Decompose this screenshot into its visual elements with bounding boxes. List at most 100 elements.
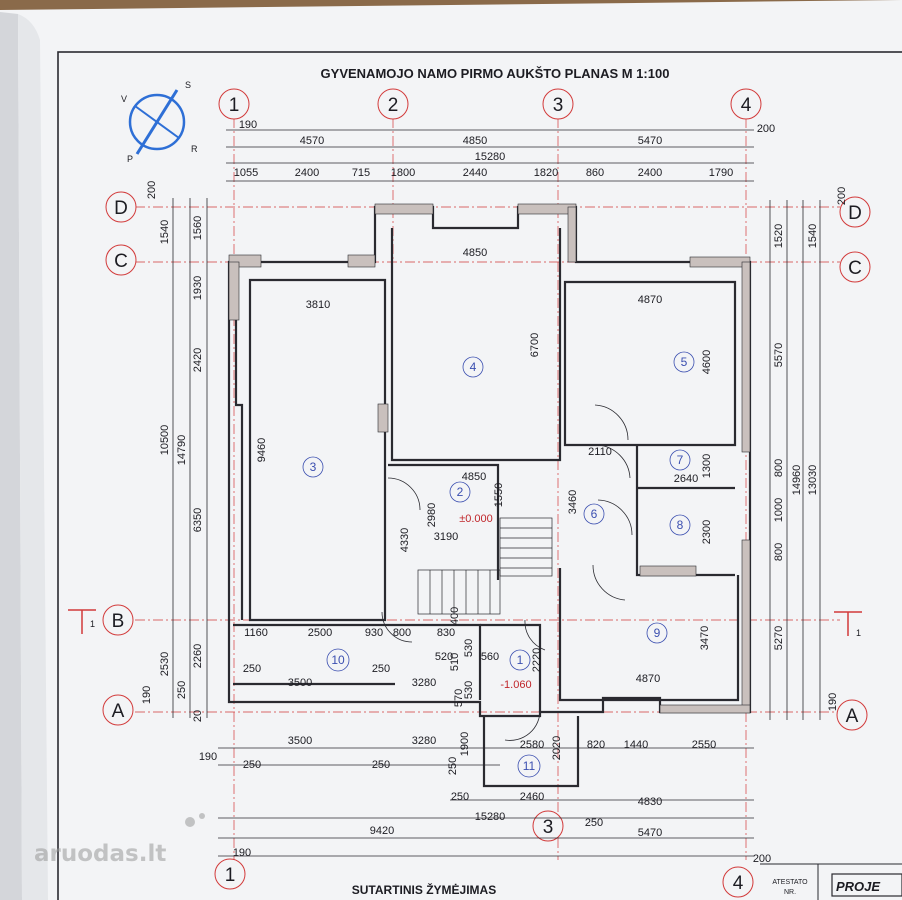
dim-bottom-total: 15280 [475,811,506,823]
dim-low3-4830: 4830 [638,796,662,808]
dim-r10-930: 930 [365,627,383,639]
dim-room1-560: 560 [481,651,499,663]
dim-low1-4: 1440 [624,739,648,751]
dim-top3-8: 1790 [709,167,733,179]
door-swing [594,404,629,441]
axis-bubble [377,88,409,120]
dim-room1-530b: 530 [463,681,475,699]
axis-bubble [214,858,246,890]
room-number-circle [646,622,668,644]
dim-top-4570: 4570 [300,135,324,147]
dim-right-b0: 1540 [807,224,819,248]
dim-left-a4: 2530 [159,652,171,676]
plan-title: GYVENAMOJO NAMO PIRMO AUKŠTO PLANAS M 1:… [321,66,670,81]
axis-bubble [722,866,754,898]
door-swing [524,619,546,651]
dim-top-190: 190 [239,119,257,131]
dim-bottom-190: 190 [233,847,251,859]
room-number-circle [669,514,691,536]
dim-r10-1160: 1160 [244,627,268,639]
hatch-block [517,203,577,215]
dim-right-a0: 1520 [773,224,785,248]
dim-right-b3: 190 [827,693,839,711]
dim-low1-1: 3280 [412,735,436,747]
axis-label-2: 2 [388,95,399,116]
axis-bubbles-right: D C A [836,196,871,731]
dim-left-a3: 6350 [192,508,204,532]
dim-room3-height: 9460 [256,438,268,462]
dim-top-4850: 4850 [463,135,487,147]
door-swing [504,709,541,741]
axis-bubbles-bottom: 1 3 4 [214,810,754,898]
stair-flight-upper [499,517,553,577]
dim-room2-1550: 1550 [493,483,505,507]
dim-left-b1: 14790 [176,435,188,466]
dim-room1-400: 400 [449,607,461,625]
dim-room1-530a: 530 [463,639,475,657]
dim-room9-width: 4870 [636,673,660,685]
room-number-circle [449,481,471,503]
room-4-outline [390,228,562,462]
door-swing [592,564,626,601]
axis-bubble [532,810,564,842]
dim-r10-250b: 250 [372,663,390,675]
dim-low3-2460: 2460 [520,791,544,803]
dim-r10-830: 830 [437,627,455,639]
dim-low1-3: 820 [587,739,605,751]
dim-room2-width: 4850 [462,471,486,483]
dim-bottom-200: 200 [753,853,771,865]
watermark-dot-icon [199,813,205,819]
north-compass: V S R P [121,80,198,164]
dim-low2-190: 190 [199,751,217,763]
axis-bubble [542,88,574,120]
dim-room6-height: 3460 [567,490,579,514]
dim-room5-height: 4600 [701,350,713,374]
compass-r: R [191,144,198,154]
dim-top3-4: 2440 [463,167,487,179]
dim-low1-5: 2550 [692,739,716,751]
dim-right-a4: 800 [773,543,785,561]
dim-low2-250b: 250 [372,759,390,771]
room-1-outline [480,623,542,712]
dim-left-b0: 1560 [192,216,204,240]
dim-r10-3500: 3500 [288,677,312,689]
compass-s: S [185,80,191,90]
axis-bubble [839,196,871,228]
stamp-brand-box [831,873,902,897]
stair-flight-lower [417,569,501,615]
drawing-frame [57,51,902,900]
axis-bubbles-top: 1 2 3 4 [218,88,762,120]
title-stamp: ATESTATO NR. PROJE [760,863,902,900]
hatch-block [689,256,751,268]
watermark: aruodas.lt [34,813,205,867]
section-mark-right: 1 [834,611,862,638]
hatch-block [567,206,577,263]
stamp-label-1: ATESTATO [772,879,808,886]
room-5-outline [563,280,737,447]
dim-room8-height: 2300 [701,520,713,544]
axis-label-3-bottom: 3 [543,817,554,838]
dim-left-a5: 190 [141,686,153,704]
dim-low1-2: 2580 [520,739,544,751]
room-number-8: 8 [677,518,684,532]
axis-label-b: B [112,611,125,632]
dim-room7-width: 2640 [674,473,698,485]
room-11-outline [482,716,580,788]
hatch-block [741,261,751,453]
axis-label-c: C [114,251,128,272]
room-number-9: 9 [654,626,661,640]
dim-top3-6: 860 [586,167,604,179]
hatch-block [374,203,434,215]
compass-circle [128,93,186,151]
dim-room2-3190: 3190 [434,531,458,543]
dim-room2-4330: 4330 [399,528,411,552]
dim-room11-1900: 1900 [459,732,471,756]
dim-left-a1: 1930 [192,276,204,300]
axis-label-a: A [112,701,125,722]
door-swing [387,477,421,511]
dim-bottom-250: 250 [585,817,603,829]
dim-room6-width: 2110 [588,446,612,458]
dim-top3-0: 1055 [234,167,258,179]
dim-top-200: 200 [757,123,775,135]
top-dimensions: 190 200 4570 4850 5470 15280 1055 2400 7… [234,119,775,179]
